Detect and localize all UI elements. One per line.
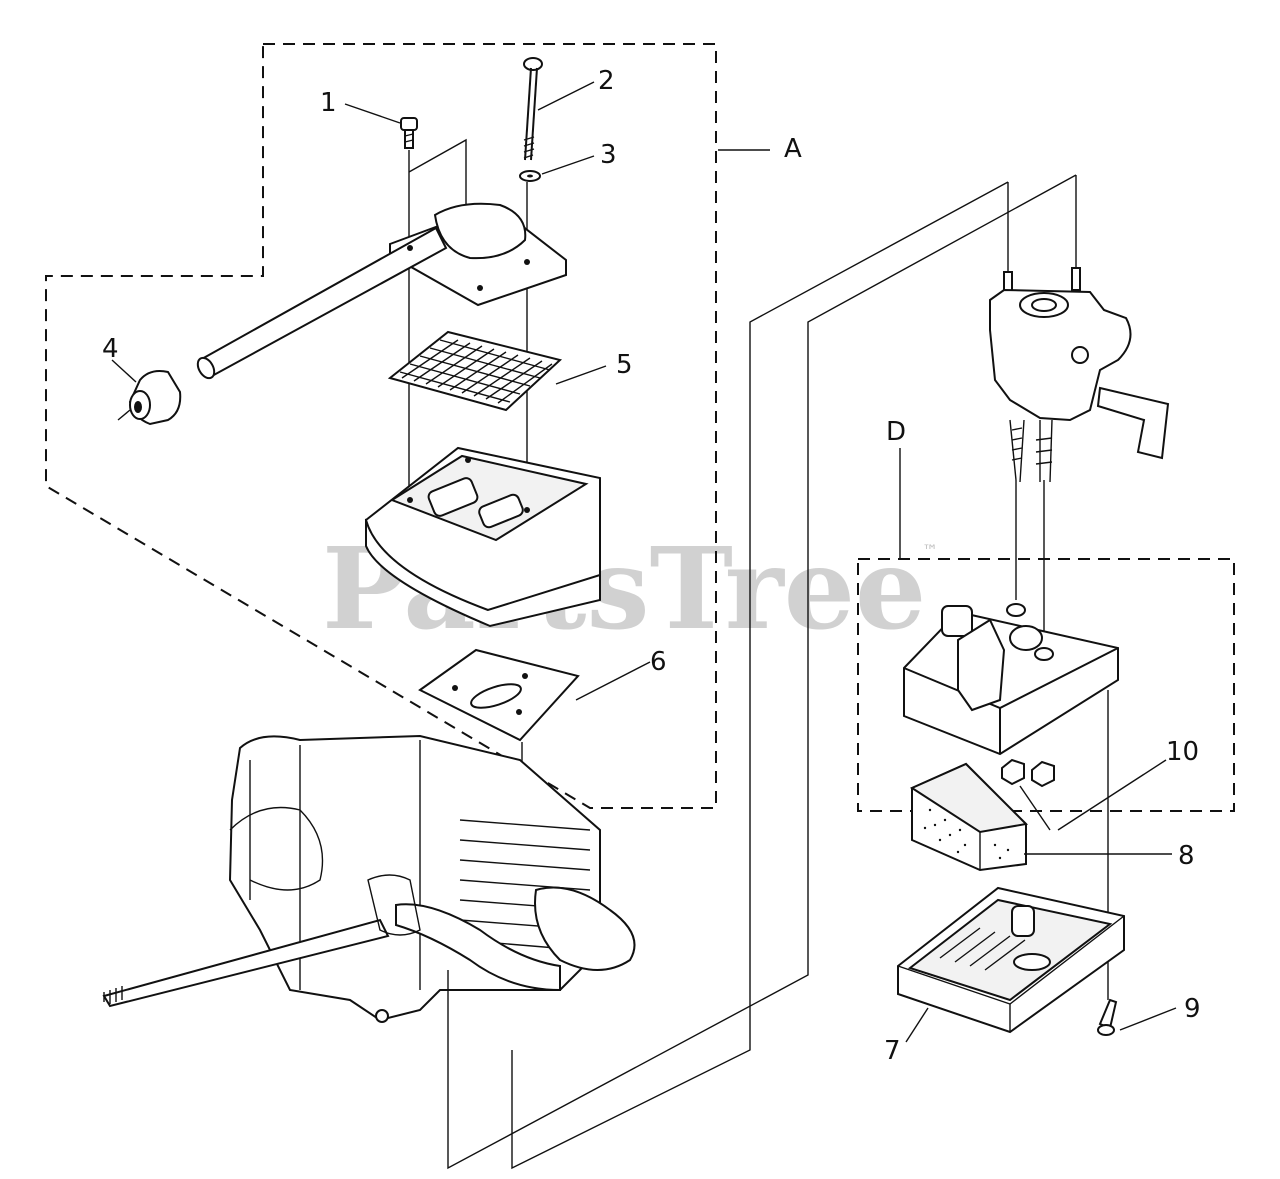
callout-4: 4	[102, 334, 119, 364]
group-label-d: D	[886, 417, 906, 447]
callout-7: 7	[884, 1036, 901, 1066]
watermark-trademark: ™	[922, 541, 938, 560]
screw-icon	[400, 117, 418, 149]
callout-6: 6	[650, 647, 667, 677]
muffler-body-icon	[364, 446, 601, 628]
group-d-boundary	[857, 558, 1235, 812]
group-a-boundary	[45, 43, 717, 809]
bolt-icon	[523, 57, 543, 161]
leader-lines	[111, 81, 1177, 1043]
group-label-a: A	[784, 134, 802, 164]
air-cleaner-base-icon	[897, 886, 1125, 1034]
air-cleaner-cover-icon	[903, 603, 1119, 756]
washer-icon	[519, 170, 541, 182]
carburetor-icon	[989, 267, 1170, 483]
screw-icon	[1097, 998, 1118, 1036]
callout-9: 9	[1184, 994, 1201, 1024]
spark-arrestor-screen-icon	[387, 330, 563, 412]
gasket-icon	[418, 648, 580, 742]
plug-icon	[117, 370, 182, 426]
callout-2: 2	[598, 66, 615, 96]
callout-5: 5	[616, 350, 633, 380]
callout-8: 8	[1178, 841, 1195, 871]
air-filter-icon	[909, 762, 1029, 872]
engine-cylinder-icon	[102, 734, 636, 1023]
callout-1: 1	[320, 88, 337, 118]
callout-3: 3	[600, 140, 617, 170]
callout-10: 10	[1166, 737, 1199, 767]
nut-icon	[1001, 758, 1055, 788]
muffler-cover-icon	[196, 138, 567, 380]
